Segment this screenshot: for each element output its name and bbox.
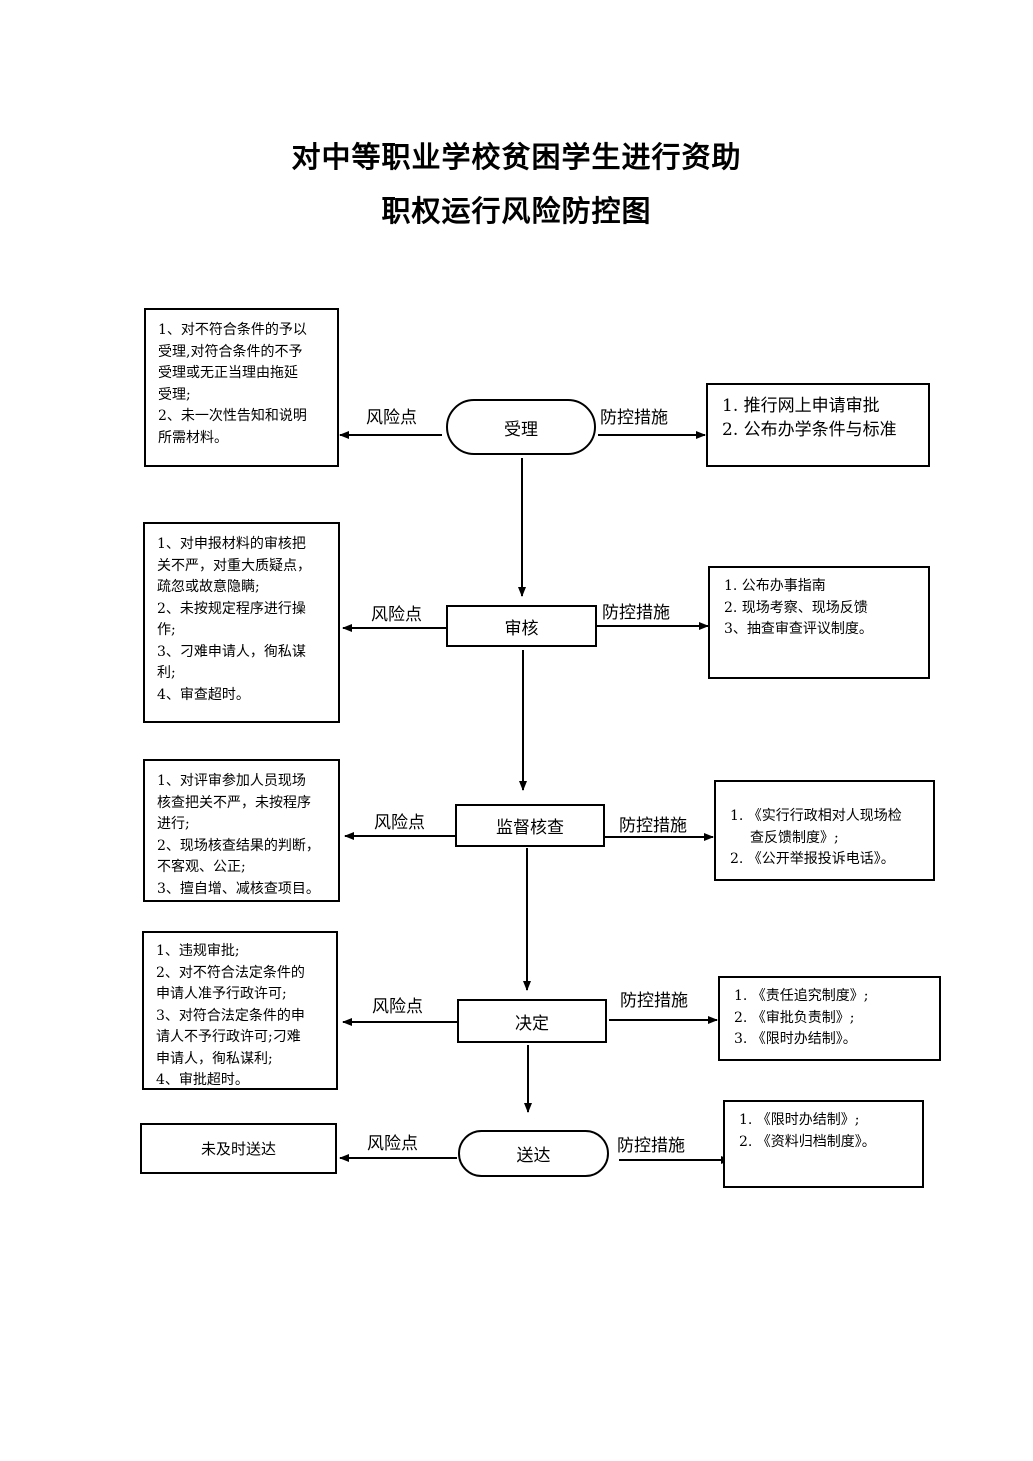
node-accept: 受理 [446,399,596,455]
risk-box-4: 1、违规审批; 2、对不符合法定条件的 申请人准予行政许可; 3、对符合法定条件… [142,931,338,1090]
risk-box-5: 未及时送达 [140,1123,337,1174]
measure-box-5: 1. 《限时办结制》; 2. 《资料归档制度》。 [723,1100,924,1188]
measure-box-4: 1. 《责任追究制度》; 2. 《审批负责制》; 3. 《限时办结制》。 [718,976,941,1061]
risk-label-3: 风险点 [374,813,425,833]
risk-line: 不客观、公正; [157,859,246,875]
risk-line: 申请人准予行政许可; [156,986,287,1002]
risk-box-2: 1、对申报材料的审核把 关不严，对重大质疑点， 疏忽或故意隐瞒; 2、未按规定程… [143,522,340,723]
risk-line: 1、对评审参加人员现场 [157,773,306,789]
risk-label-2: 风险点 [371,605,422,625]
node-label: 监督核查 [496,818,564,838]
measure-label-3: 防控措施 [619,816,687,836]
measure-label-4: 防控措施 [620,991,688,1011]
measure-line: 2. 现场考察、现场反馈 [724,599,868,616]
measure-line: 1. 《责任追究制度》; [734,988,869,1004]
measure-line: 3、抽查审查评议制度。 [724,621,873,637]
risk-line: 3、擅自增、减核查项目。 [157,880,320,897]
risk-line: 4、审批超时。 [156,1072,249,1088]
measure-line: 2. 《审批负责制》; [734,1009,855,1026]
measure-box-3: 1. 《实行行政相对人现场检 查反馈制度》; 2. 《公开举报投诉电话》。 [714,780,935,881]
risk-line: 核查把关不严，未按程序 [157,794,311,811]
risk-label-5: 风险点 [367,1134,418,1154]
risk-line: 受理,对符合条件的不予 [158,343,303,360]
risk-line: 疏忽或故意隐瞒; [157,579,260,595]
risk-line: 1、违规审批; [156,943,240,959]
measure-line: 查反馈制度》; [750,829,839,846]
risk-line: 申请人，徇私谋利; [156,1050,273,1067]
risk-line: 4、审查超时。 [157,686,250,703]
risk-line: 作; [157,622,176,638]
risk-line: 2、未一次性告知和说明 [158,408,307,424]
measure-label-2: 防控措施 [602,603,670,623]
risk-line: 3、对符合法定条件的申 [156,1007,305,1024]
measure-line: 1. 推行网上申请审批 [722,396,880,416]
node-review: 审核 [446,605,597,647]
risk-label-4: 风险点 [372,997,423,1017]
risk-line: 所需材料。 [158,429,228,446]
measure-line: 1. 《限时办结制》; [739,1112,860,1128]
risk-line: 2、现场核查结果的判断， [157,837,320,854]
measure-line: 2. 《公开举报投诉电话》。 [730,851,895,867]
measure-line: 1. 公布办事指南 [724,578,826,594]
node-deliver: 送达 [458,1130,609,1177]
risk-line: 受理或无正当理由拖延 [158,365,298,381]
measure-box-1: 1. 推行网上申请审批 2. 公布办学条件与标准 [706,383,930,467]
risk-line: 未及时送达 [200,1140,276,1158]
risk-line: 2、未按规定程序进行操 [157,600,306,617]
risk-line: 受理; [158,386,191,403]
risk-line: 1、对不符合条件的予以 [158,322,307,338]
node-label: 送达 [516,1146,551,1166]
risk-line: 利; [157,665,176,681]
measure-line: 2. 公布办学条件与标准 [722,420,897,440]
node-label: 受理 [504,419,538,440]
measure-line: 2. 《资料归档制度》。 [739,1133,876,1150]
risk-label-1: 风险点 [366,408,417,428]
page-title-line2: 职权运行风险防控图 [381,194,652,228]
page-title-line1: 对中等职业学校贫困学生进行资助 [291,140,742,174]
node-label: 审核 [504,618,539,639]
risk-line: 1、对申报材料的审核把 [157,536,306,552]
risk-line: 关不严，对重大质疑点， [157,557,311,574]
risk-line: 进行; [157,816,190,832]
risk-line: 请人不予行政许可;刁难 [156,1029,301,1045]
risk-line: 2、对不符合法定条件的 [156,964,305,981]
measure-line: 3. 《限时办结制》。 [734,1031,857,1047]
measure-line: 1. 《实行行政相对人现场检 [730,808,902,824]
node-inspect: 监督核查 [455,804,605,847]
node-label: 决定 [515,1013,549,1034]
measure-label-5: 防控措施 [617,1136,685,1156]
node-decide: 决定 [457,999,607,1043]
risk-box-3: 1、对评审参加人员现场 核查把关不严，未按程序 进行; 2、现场核查结果的判断，… [143,759,340,902]
risk-box-1: 1、对不符合条件的予以 受理,对符合条件的不予 受理或无正当理由拖延 受理; 2… [144,308,339,467]
risk-line: 3、刁难申请人，徇私谋 [157,643,306,660]
measure-box-2: 1. 公布办事指南 2. 现场考察、现场反馈 3、抽查审查评议制度。 [708,566,930,679]
measure-label-1: 防控措施 [600,408,668,428]
